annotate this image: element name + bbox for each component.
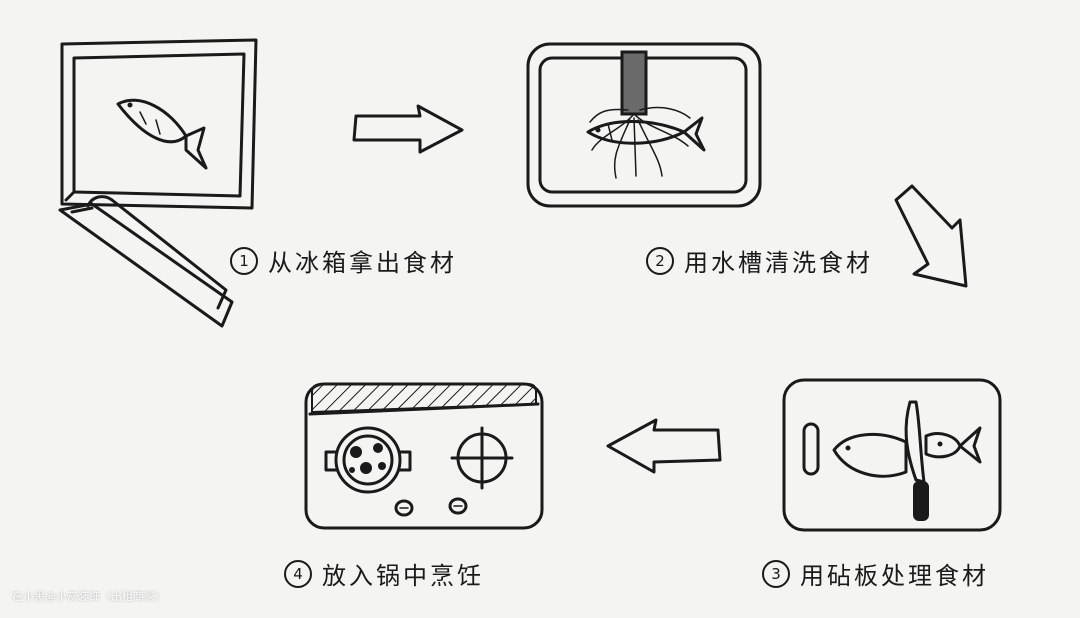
fish-icon xyxy=(116,98,208,170)
cutting-board-illustration xyxy=(782,378,1002,532)
stove-knob-icon xyxy=(394,499,414,517)
step-1-caption: 1 从冰箱拿出食材 xyxy=(230,243,457,278)
knife-icon xyxy=(904,400,929,521)
step-number-badge: 4 xyxy=(284,559,312,588)
arrow-down-right-icon xyxy=(894,184,968,288)
arrow-right-icon xyxy=(352,104,464,154)
step-label: 用水槽清洗食材 xyxy=(684,249,873,277)
step-number-badge: 1 xyxy=(230,246,258,275)
watermark: 在小黑@小灰装饰（出租商家） xyxy=(12,590,166,603)
faucet-icon xyxy=(620,50,648,116)
pot-icon xyxy=(324,426,412,494)
burner-icon xyxy=(450,426,514,490)
step-3-caption: 3 用砧板处理食材 xyxy=(762,556,989,591)
step-label: 放入锅中烹饪 xyxy=(322,562,484,590)
stove-knob-icon xyxy=(448,497,468,515)
step-2-caption: 2 用水槽清洗食材 xyxy=(646,243,873,278)
step-label: 用砧板处理食材 xyxy=(800,562,989,590)
stove-illustration xyxy=(304,382,544,530)
fish-icon xyxy=(832,426,982,478)
fish-icon xyxy=(586,116,706,152)
fridge-illustration xyxy=(58,38,258,328)
step-number-badge: 2 xyxy=(646,246,674,275)
step-number-badge: 3 xyxy=(762,559,790,588)
step-label: 从冰箱拿出食材 xyxy=(268,249,457,277)
sink-illustration xyxy=(526,42,762,208)
arrow-left-icon xyxy=(606,418,722,474)
step-4-caption: 4 放入锅中烹饪 xyxy=(284,556,484,591)
